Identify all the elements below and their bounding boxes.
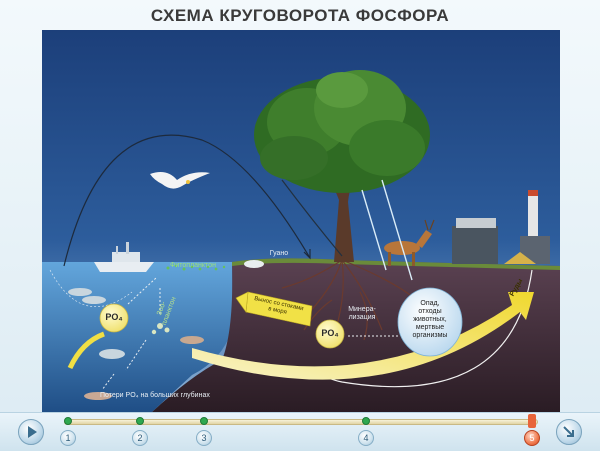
label-po4-sea: PO₄	[105, 312, 123, 322]
page-title: СХЕМА КРУГОВОРОТА ФОСФОРА	[150, 6, 450, 25]
next-button[interactable]	[556, 419, 582, 445]
zooplankton-cluster	[151, 323, 170, 335]
factory-icon	[452, 190, 550, 264]
next-icon	[563, 426, 574, 437]
guano-deposit	[244, 260, 264, 268]
phytoplankton-patch	[166, 264, 226, 271]
po4-sea-circle	[99, 303, 129, 333]
export-to-sea-arrow	[235, 291, 313, 327]
tree-icon	[254, 70, 430, 193]
timeline-step-dot-1[interactable]	[64, 417, 72, 425]
phosphorus-cycle-diagram: Фитопланктон Гуано Зоо- планктон PO₄ PO₄…	[42, 30, 560, 412]
grass	[232, 258, 560, 270]
label-losses-deep: Потери PO₄ на больших глубинах	[100, 392, 210, 399]
timeline-step-1[interactable]: 1	[60, 430, 76, 446]
label-po4-soil: PO₄	[321, 328, 339, 338]
ship-icon	[94, 242, 154, 272]
ores-arrow	[192, 292, 534, 380]
label-mineralization: Минера- лизация	[348, 306, 376, 321]
timeline-step-dot-2[interactable]	[136, 417, 144, 425]
fish-to-po4-arrow	[67, 331, 105, 370]
fishing-net	[49, 269, 133, 307]
timeline-step-4[interactable]: 4	[358, 430, 374, 446]
po4-soil-circle	[315, 319, 345, 349]
timeline-step-2[interactable]: 2	[132, 430, 148, 446]
label-litter: Опад, отходы животных, мертвые организмы	[412, 300, 448, 339]
timeline-step-5[interactable]: 5	[524, 430, 540, 446]
play-icon	[28, 426, 37, 438]
seagull-icon	[150, 172, 210, 189]
fish-icon	[68, 288, 204, 400]
flow-arrow-canopy-to-litter	[361, 189, 387, 271]
flow-arrow-seagull-to-land	[63, 134, 311, 267]
label-guano: Гуано	[269, 250, 289, 257]
play-button[interactable]	[18, 419, 44, 445]
timeline-end-marker	[528, 414, 536, 428]
timeline-step-3[interactable]: 3	[196, 430, 212, 446]
label-phytoplankton: Фитопланктон	[170, 262, 216, 269]
diagram-canvas	[42, 30, 560, 412]
player-bar: 1 2 3 4 5	[0, 412, 600, 451]
timeline-step-dot-4[interactable]	[362, 417, 370, 425]
litter-bubble	[397, 287, 463, 357]
timeline-step-dot-3[interactable]	[200, 417, 208, 425]
tree-trunk	[317, 162, 364, 262]
